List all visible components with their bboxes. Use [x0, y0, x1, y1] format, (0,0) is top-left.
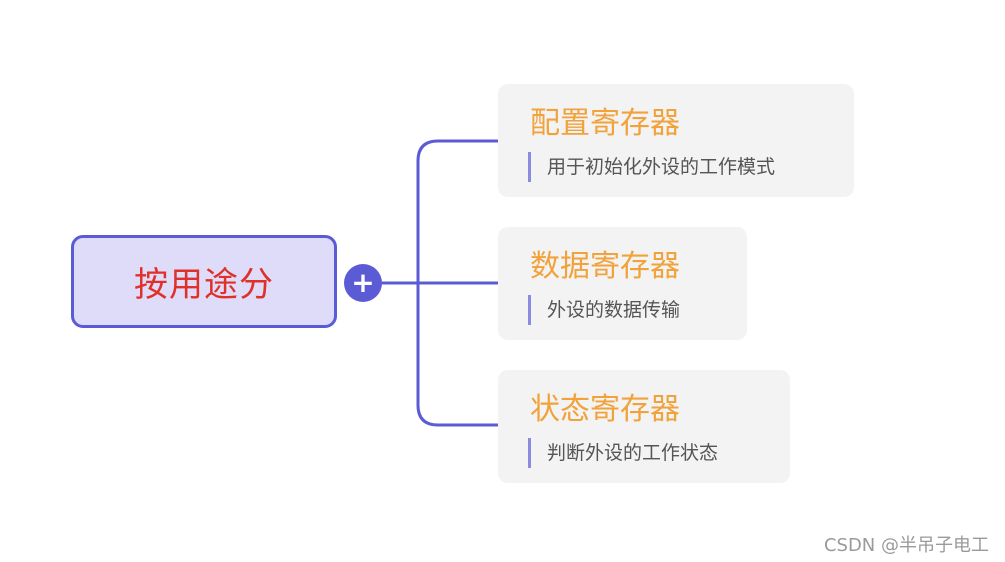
child-title: 数据寄存器 — [530, 249, 680, 284]
child-title: 配置寄存器 — [530, 106, 680, 141]
connector-branch-3 — [416, 283, 498, 427]
child-node-status-register[interactable]: 状态寄存器 判断外设的工作状态 — [498, 370, 790, 483]
child-note: 判断外设的工作状态 — [528, 438, 718, 468]
root-node[interactable]: 按用途分 — [71, 235, 337, 328]
watermark: CSDN @半吊子电工 — [823, 535, 989, 556]
root-label: 按用途分 — [134, 265, 274, 305]
child-node-config-register[interactable]: 配置寄存器 用于初始化外设的工作模式 — [498, 84, 854, 197]
child-title: 状态寄存器 — [530, 392, 680, 427]
child-note: 外设的数据传输 — [528, 295, 680, 325]
connector-branch-1 — [416, 139, 498, 283]
collapse-toggle-button[interactable]: + — [344, 264, 382, 302]
plus-icon: + — [351, 266, 375, 299]
child-node-data-register[interactable]: 数据寄存器 外设的数据传输 — [498, 227, 747, 340]
child-note: 用于初始化外设的工作模式 — [528, 152, 775, 182]
